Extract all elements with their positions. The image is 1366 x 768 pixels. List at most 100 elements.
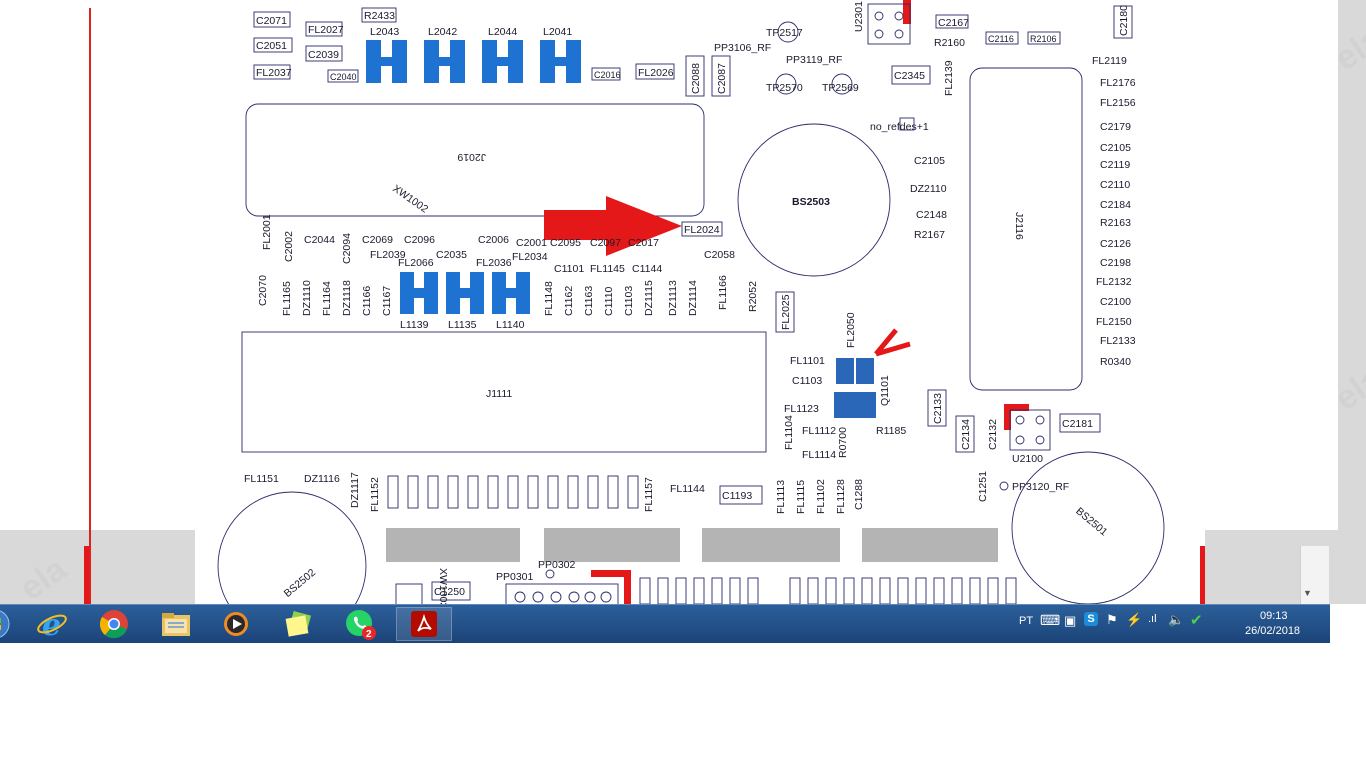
component-label: FL2034 (512, 251, 548, 263)
chrome-icon[interactable] (86, 607, 142, 641)
label-fl2026: FL2026 (638, 67, 674, 79)
connector-j1111 (241, 331, 767, 453)
bottom-row-small-parts (387, 475, 639, 509)
board-shape (492, 288, 530, 298)
component-label: FL1152 (369, 477, 381, 512)
label-pp0302: PP0302 (538, 559, 576, 571)
board-shape (894, 29, 904, 39)
clock-date[interactable]: 26/02/2018 (1245, 625, 1301, 637)
component-label: FL2150 (1096, 316, 1132, 328)
board-shape (1005, 577, 1017, 604)
folder-icon[interactable] (148, 607, 204, 641)
board-shape (807, 577, 819, 604)
board-shape (424, 57, 465, 66)
board-shape (400, 272, 414, 288)
board-shape (951, 577, 963, 604)
flag-icon[interactable]: ⚑ (1106, 612, 1118, 627)
label-q1101: Q1101 (879, 375, 891, 406)
label-j1111: J1111 (486, 388, 512, 400)
board-shape (927, 389, 947, 427)
label-u2301: U2301 (853, 1, 865, 32)
label-tp2517: TP2517 (766, 27, 803, 39)
component-label: C2002 (283, 231, 295, 262)
board-shape (587, 475, 599, 509)
clock-time[interactable]: 09:13 (1260, 610, 1288, 622)
board-shape (567, 475, 579, 509)
component-label: C1162 (563, 286, 575, 316)
pcb-boardview[interactable]: C2071 R2433 FL2027 C2051 C2039 FL2037 C2… (0, 0, 1366, 604)
pdf-viewer[interactable]: ela ela ela C2071 R2433 FL2027 C2051 C20… (0, 0, 1366, 604)
board-shape (450, 40, 465, 57)
board-shape (685, 55, 705, 97)
board-shape (711, 55, 731, 97)
component-label: FL1148 (543, 281, 555, 316)
label-tp2569: TP2569 (822, 82, 859, 94)
component-label: C2179 (1100, 121, 1131, 133)
component-label: FL1144 (670, 483, 705, 495)
board-shape (508, 40, 523, 57)
board-shape (874, 29, 884, 39)
language-indicator[interactable]: PT (1019, 615, 1034, 627)
board-shape (874, 11, 884, 21)
network-app-icon[interactable]: ▣ (1064, 613, 1077, 628)
label-c2087: C2087 (716, 63, 728, 94)
component-label: FL1157 (643, 477, 655, 512)
red-mark (591, 570, 631, 577)
component-label: C1250 (434, 586, 465, 598)
board-shape (711, 577, 723, 604)
check-icon[interactable]: ✔ (1190, 612, 1203, 629)
board-shape (527, 475, 539, 509)
start-orb-icon[interactable] (0, 607, 14, 641)
board-shape (492, 298, 506, 314)
component-label: C2044 (304, 234, 335, 246)
component-label: C2105 (914, 155, 945, 167)
label-r2106: R2106 (1030, 34, 1057, 44)
skype-icon[interactable]: S (1084, 612, 1098, 626)
volume-icon[interactable]: 🔈 (1168, 612, 1185, 627)
board-shape (253, 11, 291, 28)
component-label: C1103 (623, 286, 635, 316)
board-shape (747, 577, 759, 604)
label-r2160: R2160 (934, 37, 965, 49)
speaker-bs2501 (1011, 451, 1165, 604)
component-label: R0700 (837, 427, 849, 458)
label-bs2502: BS2502 (282, 566, 318, 599)
acrobat-icon[interactable] (396, 607, 452, 641)
speaker-bs2502 (217, 491, 367, 604)
label-c2051: C2051 (256, 40, 287, 52)
scroll-down-arrow-icon[interactable]: ▼ (1303, 588, 1312, 598)
component-label: R2052 (747, 281, 759, 312)
board-shape (639, 577, 651, 604)
board-shape (657, 577, 669, 604)
board-shape (424, 298, 438, 314)
board-shape (584, 591, 596, 603)
red-mark (903, 0, 911, 24)
component-label: FL1165 (281, 281, 293, 316)
board-shape (1113, 5, 1133, 39)
power-icon[interactable]: ⚡ (1126, 612, 1143, 627)
component-label: FL1166 (717, 275, 729, 310)
component-label: C2100 (1100, 296, 1131, 308)
board-shape (482, 66, 497, 83)
speaker-bs2503 (737, 123, 891, 277)
label-c2345: C2345 (894, 70, 925, 82)
component-label: FL2119 (1092, 55, 1127, 67)
whatsapp-icon[interactable]: 2 (332, 607, 388, 641)
board-shape (894, 11, 904, 21)
board-shape (1035, 435, 1045, 445)
chip-u2100 (1009, 409, 1051, 451)
component-label: FL1128 (835, 479, 847, 514)
ie-icon[interactable]: e (24, 607, 80, 641)
keyboard-icon[interactable]: ⌨ (1040, 612, 1061, 628)
component-label: C2001 (516, 237, 547, 249)
component-label: FL1114 (802, 449, 836, 461)
board-shape (635, 63, 675, 80)
media-icon[interactable] (208, 607, 264, 641)
board-shape (834, 392, 876, 418)
notes-icon[interactable] (270, 607, 326, 641)
component-label: DZ1114 (687, 280, 699, 316)
signal-icon[interactable]: .ıl (1148, 613, 1157, 625)
component-label: C2070 (257, 275, 269, 306)
board-shape (446, 298, 460, 314)
vertical-scrollbar[interactable] (1300, 546, 1329, 604)
